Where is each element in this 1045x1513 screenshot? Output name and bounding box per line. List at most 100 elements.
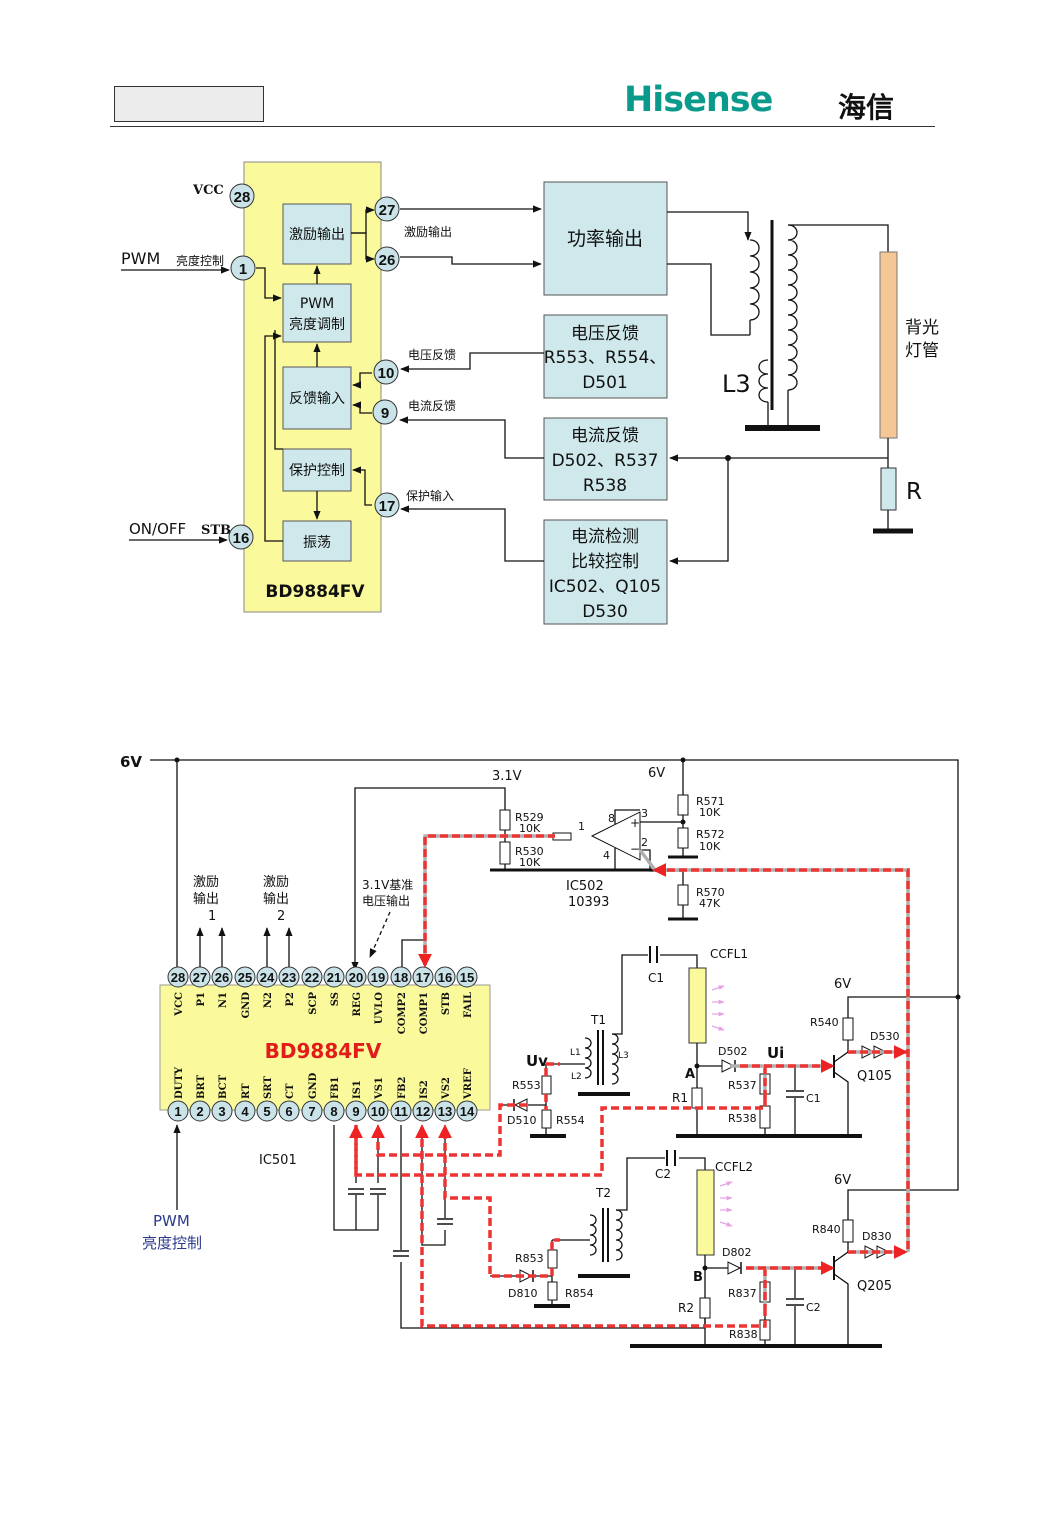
svg-text:BRT: BRT bbox=[196, 1074, 207, 1099]
svg-text:R571: R571 bbox=[696, 795, 725, 808]
svg-text:CCFL2: CCFL2 bbox=[715, 1160, 753, 1174]
svg-text:R854: R854 bbox=[565, 1287, 594, 1300]
svg-text:9: 9 bbox=[381, 405, 389, 422]
svg-text:IC502: IC502 bbox=[566, 879, 604, 894]
label-6v-q105: 6V bbox=[834, 977, 851, 992]
svg-text:亮度控制: 亮度控制 bbox=[176, 253, 224, 268]
svg-text:背光: 背光 bbox=[905, 318, 939, 338]
svg-text:26: 26 bbox=[215, 970, 229, 985]
resistor-r571: R571 10K bbox=[677, 794, 725, 819]
svg-text:+: + bbox=[630, 816, 640, 830]
svg-text:输出: 输出 bbox=[263, 891, 289, 907]
resistor-r540: R540 bbox=[810, 1016, 854, 1041]
svg-text:3: 3 bbox=[641, 807, 648, 820]
diode-d810: D810 bbox=[508, 1269, 537, 1300]
svg-text:27: 27 bbox=[379, 202, 396, 219]
header-label-box bbox=[114, 86, 264, 122]
svg-text:Q205: Q205 bbox=[857, 1279, 892, 1294]
svg-text:2: 2 bbox=[641, 836, 648, 849]
svg-text:1: 1 bbox=[208, 909, 216, 924]
diode-d510: D510 bbox=[507, 1098, 536, 1127]
label-protect-in: 保护输入 bbox=[406, 488, 454, 503]
svg-text:STB: STB bbox=[201, 523, 231, 538]
pin-28: VCC 28 bbox=[192, 183, 255, 209]
block-diagram: BD9884FV 激励输出 PWM 亮度调制 反馈输入 保护控制 振荡 VCC … bbox=[121, 161, 939, 625]
svg-text:ON/OFF: ON/OFF bbox=[129, 520, 186, 538]
transformer-l3: L3 bbox=[722, 220, 820, 431]
svg-text:5: 5 bbox=[263, 1104, 270, 1119]
svg-text:25: 25 bbox=[238, 970, 252, 985]
svg-text:RT: RT bbox=[241, 1083, 252, 1099]
svg-text:4: 4 bbox=[241, 1104, 249, 1119]
svg-text:PWM: PWM bbox=[300, 296, 334, 312]
svg-text:SS: SS bbox=[330, 992, 341, 1006]
label-3v1: 3.1V bbox=[492, 769, 522, 784]
r2-label: R2 bbox=[678, 1301, 694, 1315]
svg-text:T1: T1 bbox=[590, 1013, 606, 1027]
svg-text:R529: R529 bbox=[515, 811, 544, 824]
resistor-r554: R554 bbox=[541, 1109, 585, 1129]
resistor-r: R bbox=[873, 467, 922, 534]
svg-text:FB1: FB1 bbox=[330, 1076, 341, 1099]
svg-text:20: 20 bbox=[349, 970, 363, 985]
svg-text:16: 16 bbox=[233, 530, 250, 547]
svg-text:R538: R538 bbox=[728, 1112, 757, 1125]
svg-text:IS1: IS1 bbox=[352, 1080, 363, 1099]
label-voltage-fb: 电压反馈 bbox=[408, 348, 456, 362]
svg-text:IS2: IS2 bbox=[419, 1080, 430, 1099]
ccfl2: CCFL2 bbox=[696, 1160, 753, 1256]
svg-text:R572: R572 bbox=[696, 828, 725, 841]
label-6v-opamp: 6V bbox=[648, 766, 665, 781]
block-current-detect: 电流检测 比较控制 IC502、Q105 D530 bbox=[543, 519, 668, 625]
pin-17: 17 bbox=[374, 492, 400, 518]
svg-text:2: 2 bbox=[196, 1104, 203, 1119]
svg-text:N1: N1 bbox=[218, 992, 229, 1008]
cap-c2-bottom: C2 bbox=[786, 1268, 821, 1345]
pwm-note: 亮度控制 bbox=[142, 1234, 202, 1252]
label-excite-2: 激励 输出 2 bbox=[263, 875, 289, 924]
svg-text:26: 26 bbox=[379, 252, 396, 269]
svg-text:1: 1 bbox=[578, 820, 585, 833]
svg-text:16: 16 bbox=[438, 970, 452, 985]
chip-name: BD9884FV bbox=[265, 582, 365, 602]
node-b: B bbox=[693, 1270, 703, 1285]
svg-text:C2: C2 bbox=[806, 1301, 821, 1314]
svg-text:P1: P1 bbox=[196, 992, 207, 1006]
inner-block-feedback: 反馈输入 bbox=[282, 366, 352, 430]
diode-d802: D802 bbox=[722, 1246, 751, 1275]
resistor-r854: R854 bbox=[547, 1281, 594, 1301]
svg-text:CCFL1: CCFL1 bbox=[710, 947, 748, 961]
svg-text:比较控制: 比较控制 bbox=[571, 552, 639, 572]
svg-text:10: 10 bbox=[371, 1104, 385, 1119]
inner-block-pwm: PWM 亮度调制 bbox=[282, 283, 352, 343]
svg-text:P2: P2 bbox=[285, 992, 296, 1007]
svg-text:R840: R840 bbox=[812, 1223, 841, 1236]
uv-label: Uv bbox=[526, 1052, 548, 1070]
resistor-r538: R538 bbox=[728, 1105, 771, 1129]
svg-text:10K: 10K bbox=[519, 822, 541, 835]
svg-text:28: 28 bbox=[234, 189, 251, 206]
svg-text:VS1: VS1 bbox=[374, 1077, 385, 1100]
svg-text:D830: D830 bbox=[862, 1230, 891, 1243]
svg-text:VS2: VS2 bbox=[441, 1077, 452, 1100]
svg-text:电压反馈: 电压反馈 bbox=[571, 324, 639, 344]
svg-text:N2: N2 bbox=[263, 992, 274, 1008]
feedback-path bbox=[349, 834, 910, 1328]
svg-text:6: 6 bbox=[285, 1104, 292, 1119]
svg-text:激励: 激励 bbox=[193, 875, 219, 890]
svg-text:T2: T2 bbox=[595, 1186, 611, 1200]
pin-27: 27 bbox=[374, 196, 400, 222]
label-excite-1: 激励 输出 1 bbox=[193, 875, 219, 924]
r1-label: R1 bbox=[672, 1091, 688, 1105]
svg-text:振荡: 振荡 bbox=[303, 535, 331, 551]
